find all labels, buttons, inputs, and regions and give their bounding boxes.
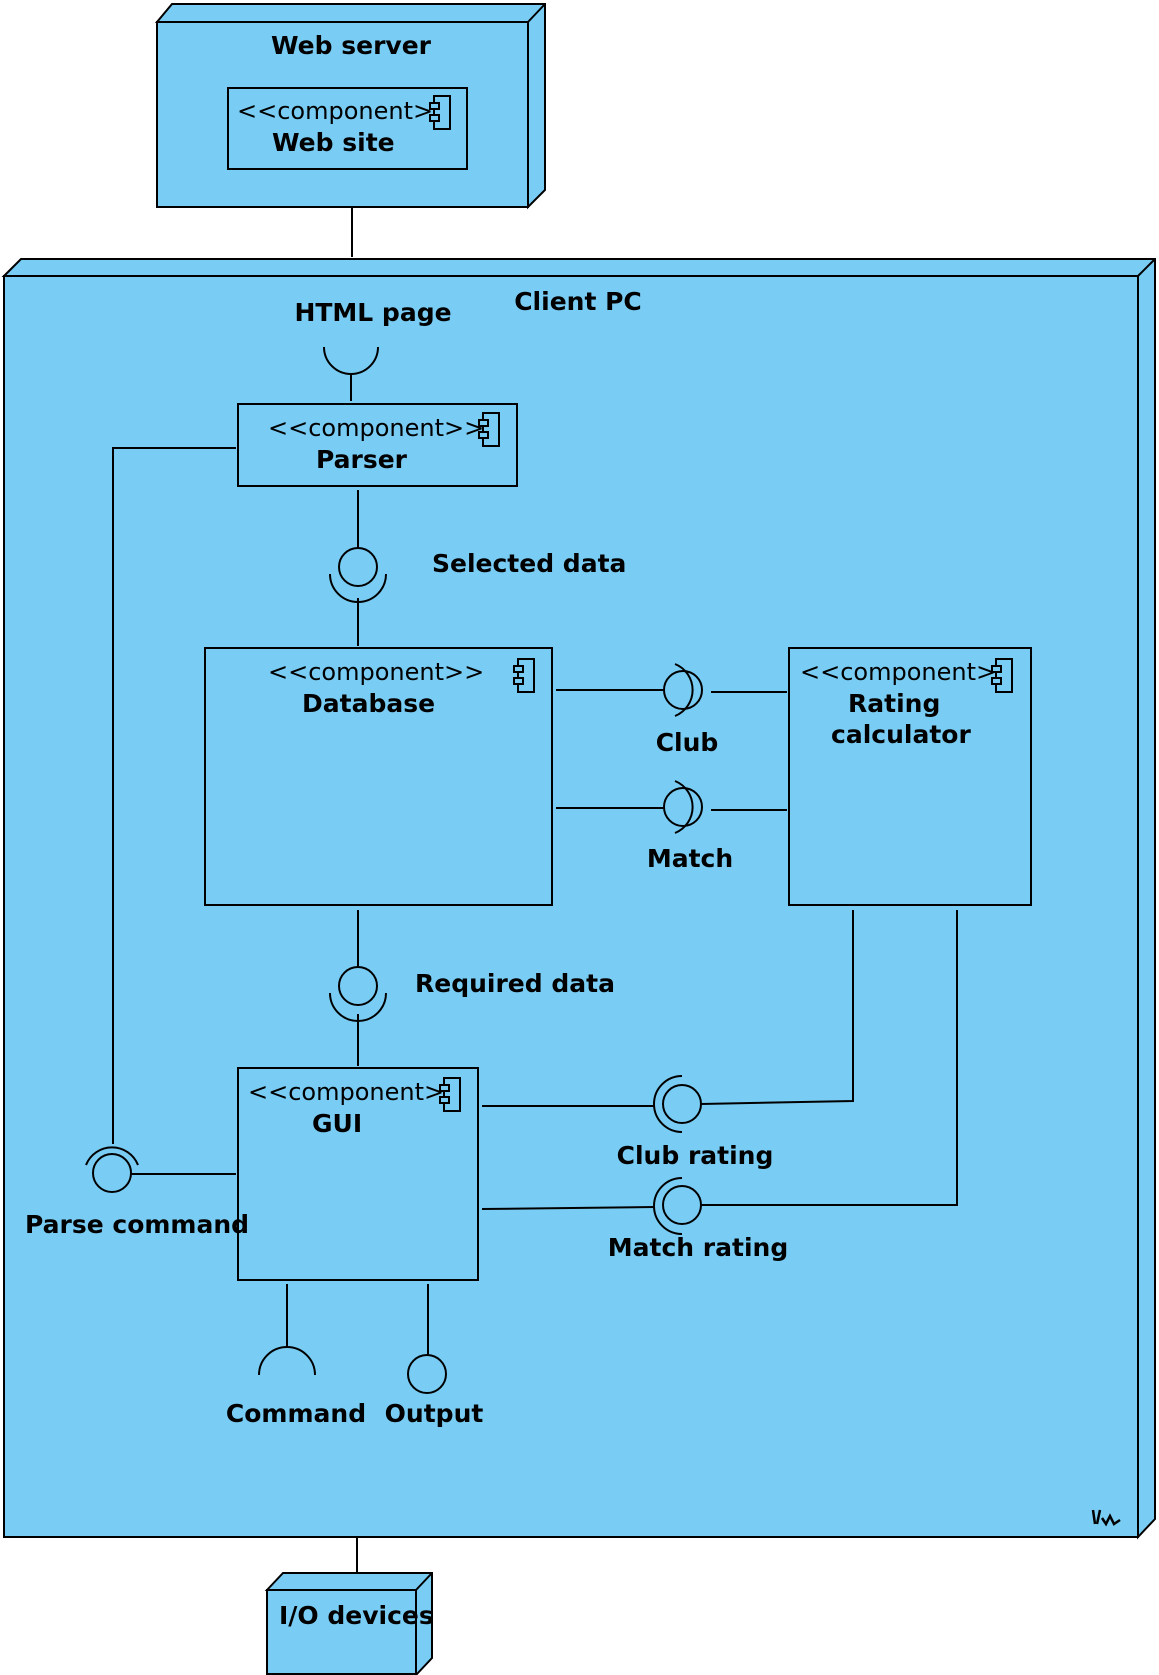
io-devices-title: I/O devices <box>279 1601 434 1630</box>
selected-data-interface: Selected data <box>329 490 626 646</box>
web-server-title: Web server <box>271 31 432 60</box>
parse-command-wire <box>112 447 236 1144</box>
web-site-name: Web site <box>272 128 395 157</box>
club-rating-interface: Club rating <box>482 910 854 1170</box>
component-icon <box>991 658 1013 693</box>
database-component[interactable]: <<component>> Database <box>204 647 553 906</box>
rating-calculator-stereotype: <<component> <box>800 658 996 686</box>
parser-stereotype: <<component>> <box>268 414 484 442</box>
client-pc-title: Client PC <box>514 287 642 316</box>
gui-component[interactable]: <<component> GUI <box>237 1067 479 1281</box>
client-pc-node: Client PC <box>1 258 1156 1540</box>
database-name: Database <box>302 689 435 718</box>
club-label: Club <box>656 728 719 757</box>
parse-command-label: Parse command <box>25 1210 249 1239</box>
gui-name: GUI <box>312 1109 362 1138</box>
component-icon <box>429 95 451 130</box>
parser-component[interactable]: <<component>> Parser <box>237 403 518 487</box>
output-label: Output <box>385 1399 484 1428</box>
component-icon <box>513 658 535 693</box>
rating-calculator-name-line1: Rating <box>848 689 940 718</box>
output-interface: Output <box>385 1284 484 1428</box>
web-site-stereotype: <<component> <box>237 97 433 125</box>
command-interface: Command <box>226 1284 366 1428</box>
web-site-component[interactable]: <<component> Web site <box>227 87 468 170</box>
io-devices-node: I/O devices <box>264 1572 434 1675</box>
match-rating-interface: Match rating <box>481 910 958 1262</box>
watermark-icon <box>1091 1509 1121 1527</box>
parser-name: Parser <box>316 445 408 474</box>
match-interface: Match <box>556 780 787 873</box>
component-icon <box>478 412 500 447</box>
rating-calculator-component[interactable]: <<component> Rating calculator <box>788 647 1032 906</box>
selected-data-label: Selected data <box>432 549 626 578</box>
gui-stereotype: <<component> <box>248 1078 444 1106</box>
club-interface: Club <box>556 663 787 757</box>
command-label: Command <box>226 1399 366 1428</box>
match-label: Match <box>647 844 733 873</box>
html-page-label: HTML page <box>294 298 451 327</box>
required-data-interface: Required data <box>329 910 615 1066</box>
component-icon <box>439 1077 461 1112</box>
club-rating-label: Club rating <box>617 1141 774 1170</box>
match-rating-label: Match rating <box>608 1233 788 1262</box>
html-page-interface: HTML page <box>294 298 452 401</box>
parse-command-interface: Parse command <box>25 1146 249 1239</box>
required-data-label: Required data <box>415 969 615 998</box>
database-stereotype: <<component>> <box>268 658 484 686</box>
rating-calculator-name-line2: calculator <box>831 720 971 749</box>
